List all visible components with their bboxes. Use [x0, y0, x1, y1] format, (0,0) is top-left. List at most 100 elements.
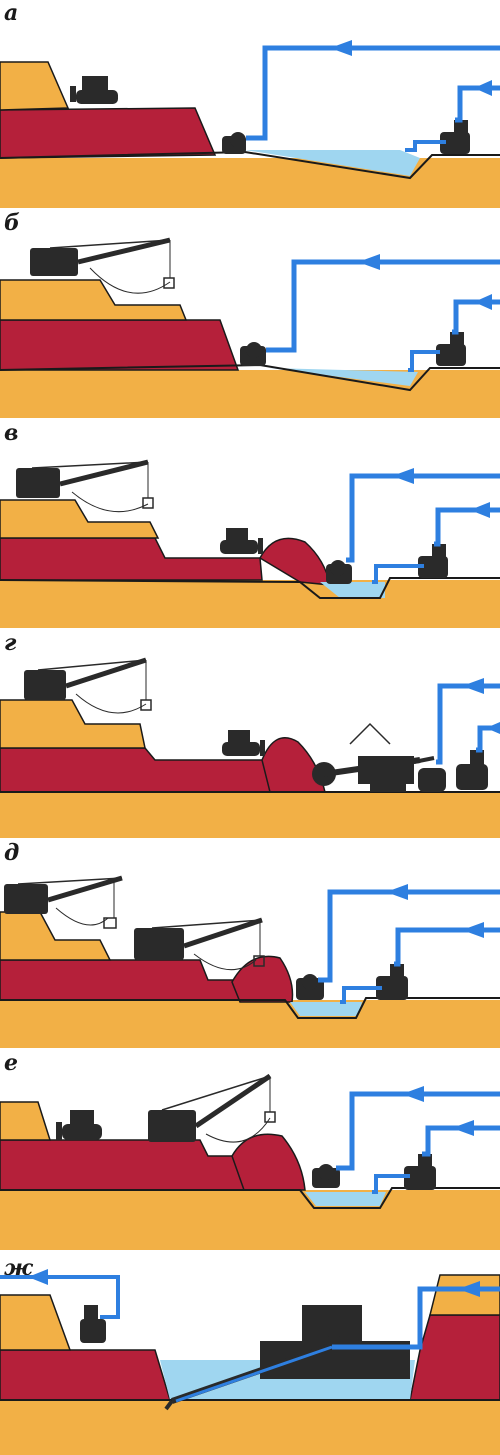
panel-e-diagram [0, 875, 500, 1048]
pit-water [290, 1002, 362, 1016]
water-pipe [340, 986, 382, 1004]
panel-f: е [0, 1050, 500, 1250]
overburden-layer [0, 499, 160, 539]
panel-g: ж [0, 1255, 500, 1455]
pump-icon [80, 1305, 106, 1343]
pipe-arrow [330, 40, 352, 56]
soil-layer [0, 158, 500, 208]
water-pipe [372, 564, 424, 584]
rock-pile [231, 1133, 306, 1191]
pump-icon [240, 342, 266, 366]
pump-icon [404, 1154, 436, 1190]
water-pipe [266, 259, 500, 353]
water-pipe [336, 1091, 500, 1171]
pit-water [305, 1192, 386, 1206]
rock-layer [0, 959, 241, 1001]
soil-layer [0, 792, 500, 838]
rock-pile [231, 955, 294, 1003]
water-pipe [246, 45, 500, 141]
water-pipe [422, 1125, 500, 1157]
water-pipe [452, 299, 500, 335]
panel-label: е [4, 1050, 18, 1076]
bulldozer-icon [56, 1110, 102, 1140]
pipe-arrow [358, 254, 380, 270]
pump-icon [222, 132, 246, 154]
overburden-layer [0, 1294, 72, 1351]
panel-label: г [4, 630, 17, 656]
pipe-arrow [28, 1269, 48, 1285]
overburden-layer [0, 911, 112, 961]
panel-e: д [0, 840, 500, 1048]
pump-icon [296, 974, 324, 1000]
rock-pile [261, 737, 326, 793]
panel-d: г [0, 630, 500, 838]
rock-pile [259, 537, 331, 586]
dragline-excavator-icon [30, 237, 175, 294]
pump-icon [418, 544, 448, 578]
rock-layer [0, 1349, 172, 1401]
water-pipe [408, 350, 440, 372]
panel-a-diagram [0, 40, 500, 208]
overburden-layer [0, 61, 70, 111]
pipe-arrow [392, 468, 414, 484]
soil-layer [0, 580, 500, 628]
pipe-arrow [458, 1281, 480, 1297]
pit-water [245, 150, 420, 176]
pump-icon [326, 560, 352, 584]
rock-layer [409, 1314, 500, 1401]
rock-layer [0, 319, 240, 371]
water-pipe [372, 1174, 410, 1194]
bulldozer-icon [70, 76, 118, 104]
pipe-arrow [402, 1086, 424, 1102]
pump-icon [312, 1164, 340, 1188]
overburden-layer [0, 699, 146, 749]
water-pipe [394, 927, 500, 967]
rock-layer [0, 1139, 245, 1191]
pipe-arrow [474, 294, 492, 310]
dragline-excavator-icon [4, 875, 123, 929]
water-pipe [436, 683, 500, 765]
pipe-arrow [386, 884, 408, 900]
ground-line [0, 150, 500, 180]
dragline-excavator-icon [24, 657, 152, 714]
panel-c: в [0, 420, 500, 628]
water-pipe [175, 1345, 333, 1403]
ground-line [0, 363, 500, 392]
water-pipe [318, 889, 500, 983]
bucket-wheel-excavator-icon [312, 722, 435, 792]
panel-d-diagram [0, 657, 500, 838]
panel-label: а [4, 0, 19, 26]
soil-layer [0, 1400, 500, 1455]
bulldozer-icon [220, 528, 263, 554]
pipe-arrow [474, 80, 492, 96]
panel-b-diagram [0, 237, 500, 418]
pump-icon [456, 750, 488, 790]
pipe-arrow [470, 502, 490, 518]
soil-layer [0, 1000, 500, 1048]
dragline-excavator-icon [148, 1073, 276, 1143]
pipe-arrow [462, 678, 484, 694]
pump-icon [436, 332, 466, 366]
soil-layer [0, 370, 500, 418]
water-pipe [455, 85, 500, 123]
overburden-layer [429, 1274, 500, 1316]
pipe-arrow [452, 1120, 474, 1136]
panel-label: в [4, 420, 19, 446]
pipe-arrow [462, 922, 484, 938]
panel-c-diagram [0, 459, 500, 628]
water-pipe [434, 507, 500, 547]
pipe-arrow [486, 722, 500, 734]
overburden-layer [0, 279, 188, 321]
panel-b: б [0, 210, 500, 418]
panel-a: а [0, 0, 500, 208]
dragline-excavator-icon [134, 917, 265, 971]
bulldozer-icon [222, 730, 265, 756]
water-pipe [346, 473, 500, 563]
water-pipe [0, 1275, 120, 1319]
pit-water [320, 582, 385, 598]
panel-label: б [4, 210, 20, 236]
water-pipe [405, 140, 446, 152]
dragline-excavator-icon [16, 459, 154, 513]
rock-layer [0, 107, 217, 159]
panel-g-diagram [0, 1269, 500, 1455]
